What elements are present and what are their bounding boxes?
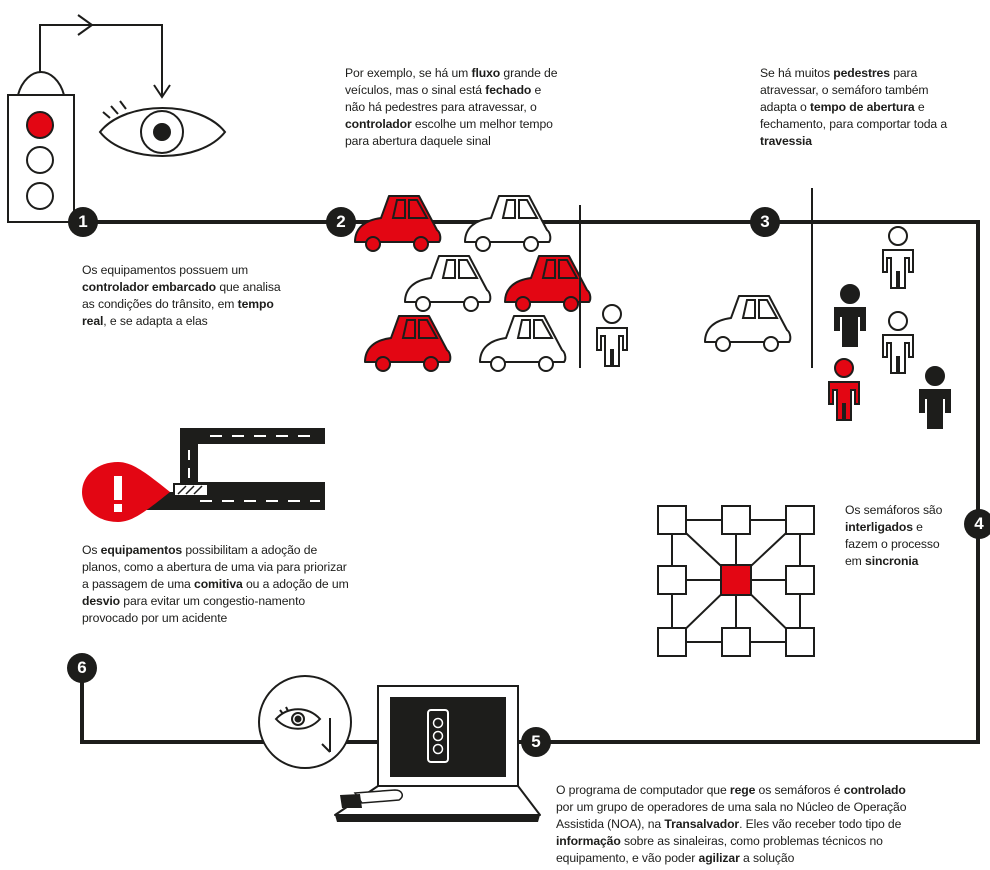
text-run: os semáforos é [755,783,844,797]
step-5-text: O programa de computador que rege os sem… [556,782,911,867]
text-run: Os semáforos são [845,503,943,517]
highlight-term: tempo de abertura [809,100,915,114]
step-badge-3: 3 [750,207,780,237]
traffic-light-icon [7,70,75,223]
text-run: para evitar um congestio-namento provoca… [82,594,306,625]
connector-arrow-icon [39,14,171,99]
text-run: Os equipamentos possuem um [82,263,249,277]
text-run: e fazem o processo em [845,520,940,568]
highlight-term: controlador [345,117,412,131]
highlight-term: Transalvador [664,817,740,831]
highlight-term: rege [729,783,756,797]
text-run: possibilitam a adoção de planos, como a … [82,543,347,591]
road-icon [140,428,325,510]
highlight-term: travessia [760,134,812,148]
highlight-term: tempo real [82,297,274,328]
step-2-text: Por exemplo, se há um fluxo grande de ve… [345,65,560,150]
highlight-term: informação [556,834,621,848]
highlight-term: desvio [82,594,121,608]
highlight-term: sincronia [865,554,919,568]
highlight-term: equipamentos [100,543,183,557]
text-run: grande de veículos, mas o sinal está [345,66,558,97]
alert-icon [82,462,170,522]
text-run: escolhe um melhor tempo para abertura da… [345,117,553,148]
monitor-eye-icon [258,675,352,769]
text-run: para atravessar, o semáforo também adapt… [760,66,929,114]
text-run: por um grupo de operadores de uma sala n… [556,800,907,831]
text-run: O programa de computador que [556,783,730,797]
step-6-text: Os equipamentos possibilitam a adoção de… [82,542,350,627]
step-badge-1: 1 [68,207,98,237]
text-run: sobre as sinaleiras, como problemas técn… [556,834,883,865]
text-run: . Eles vão receber todo tipo de [739,817,902,831]
highlight-term: controlador embarcado [82,280,217,294]
text-run: e fechamento, para comportar toda a [760,100,948,131]
step-4-text: Os semáforos são interligados e fazem o … [845,502,950,570]
network-grid-icon [657,505,815,657]
text-run: ou a adoção de um [242,577,349,591]
highlight-term: comitiva [194,577,243,591]
text-run: , e se adapta a elas [103,314,208,328]
highlight-term: controlado [843,783,906,797]
text-run: a solução [739,851,795,865]
text-run: que analisa as condições do trânsito, em [82,280,281,311]
eye-icon [98,100,227,157]
text-run: Por exemplo, se há um [345,66,472,80]
highlight-term: pedestres [833,66,890,80]
laptop-icon [334,685,541,822]
text-run: Se há muitos [760,66,834,80]
step-badge-6: 6 [67,653,97,683]
step-1-text: Os equipamentos possuem um controlador e… [82,262,292,330]
step-badge-5: 5 [521,727,551,757]
highlight-term: interligados [845,520,913,534]
flow-path [80,220,980,744]
step-badge-4: 4 [964,509,990,539]
highlight-term: agilizar [698,851,740,865]
highlight-term: fechado [485,83,532,97]
text-run: Os [82,543,101,557]
step-badge-2: 2 [326,207,356,237]
step-3-text: Se há muitos pedestres para atravessar, … [760,65,965,150]
highlight-term: fluxo [471,66,501,80]
text-run: e não há pedestres para atravessar, o [345,83,542,114]
